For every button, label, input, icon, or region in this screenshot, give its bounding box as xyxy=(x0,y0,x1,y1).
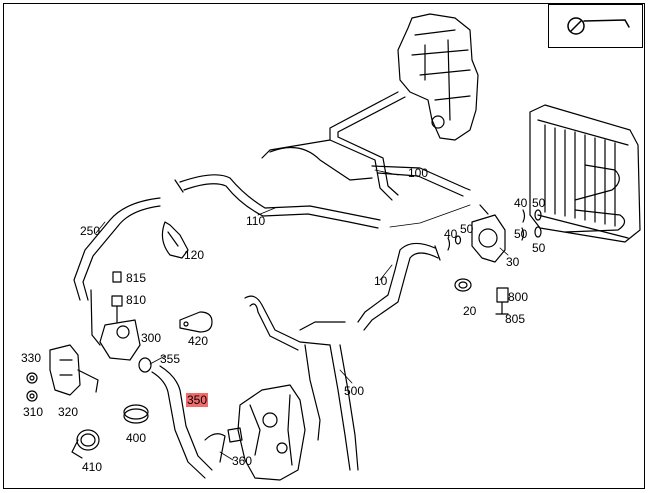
ring-355 xyxy=(138,357,152,373)
hose-10 xyxy=(357,242,441,331)
part-label-50-c: 50 xyxy=(514,227,528,241)
thermostat-housing xyxy=(471,204,509,315)
part-label-40-right: 40 xyxy=(514,196,528,210)
part-label-500: 500 xyxy=(344,384,365,398)
part-label-350: 350 xyxy=(186,393,209,407)
pump-300 xyxy=(90,271,141,361)
part-label-420: 420 xyxy=(188,334,209,348)
part-label-800: 800 xyxy=(508,290,529,304)
heater-core xyxy=(529,104,641,243)
part-label-810: 810 xyxy=(126,293,147,307)
diagram-frame xyxy=(3,3,645,489)
expansion-tank xyxy=(397,13,479,141)
cap-20 xyxy=(454,278,472,292)
hose-350 xyxy=(151,365,226,479)
hose-250 xyxy=(73,197,161,301)
part-label-30: 30 xyxy=(506,255,520,269)
coolant-pipes-upper xyxy=(261,91,471,201)
part-label-100: 100 xyxy=(408,166,429,180)
part-label-50-b: 50 xyxy=(532,196,546,210)
hose-110 xyxy=(174,174,381,229)
part-label-310: 310 xyxy=(23,405,44,419)
part-label-20: 20 xyxy=(463,304,477,318)
part-label-805: 805 xyxy=(505,312,526,326)
orientation-icon-box xyxy=(548,4,643,48)
part-label-330: 330 xyxy=(21,351,42,365)
clamp-120 xyxy=(161,221,189,259)
clamp-410 xyxy=(71,429,100,459)
part-label-400: 400 xyxy=(126,431,147,445)
part-label-40-left: 40 xyxy=(444,227,458,241)
part-label-410: 410 xyxy=(82,460,103,474)
part-label-250: 250 xyxy=(80,224,101,238)
part-label-355: 355 xyxy=(160,352,181,366)
clamp-400 xyxy=(123,404,149,424)
part-label-360: 360 xyxy=(232,454,253,468)
part-label-50-a: 50 xyxy=(460,222,474,236)
part-label-320: 320 xyxy=(58,405,79,419)
engine-orientation-icon xyxy=(567,17,630,35)
part-label-120: 120 xyxy=(184,248,205,262)
part-label-10: 10 xyxy=(374,274,388,288)
hose-500 xyxy=(244,295,359,471)
seal-rings xyxy=(447,209,542,251)
part-label-50-d: 50 xyxy=(532,241,546,255)
mount-320 xyxy=(26,344,99,402)
engine-block xyxy=(227,384,306,481)
part-label-815: 815 xyxy=(126,271,147,285)
bracket-420 xyxy=(179,311,213,333)
part-label-300: 300 xyxy=(141,331,162,345)
leader-lines xyxy=(95,169,509,461)
part-label-110: 110 xyxy=(246,214,266,228)
